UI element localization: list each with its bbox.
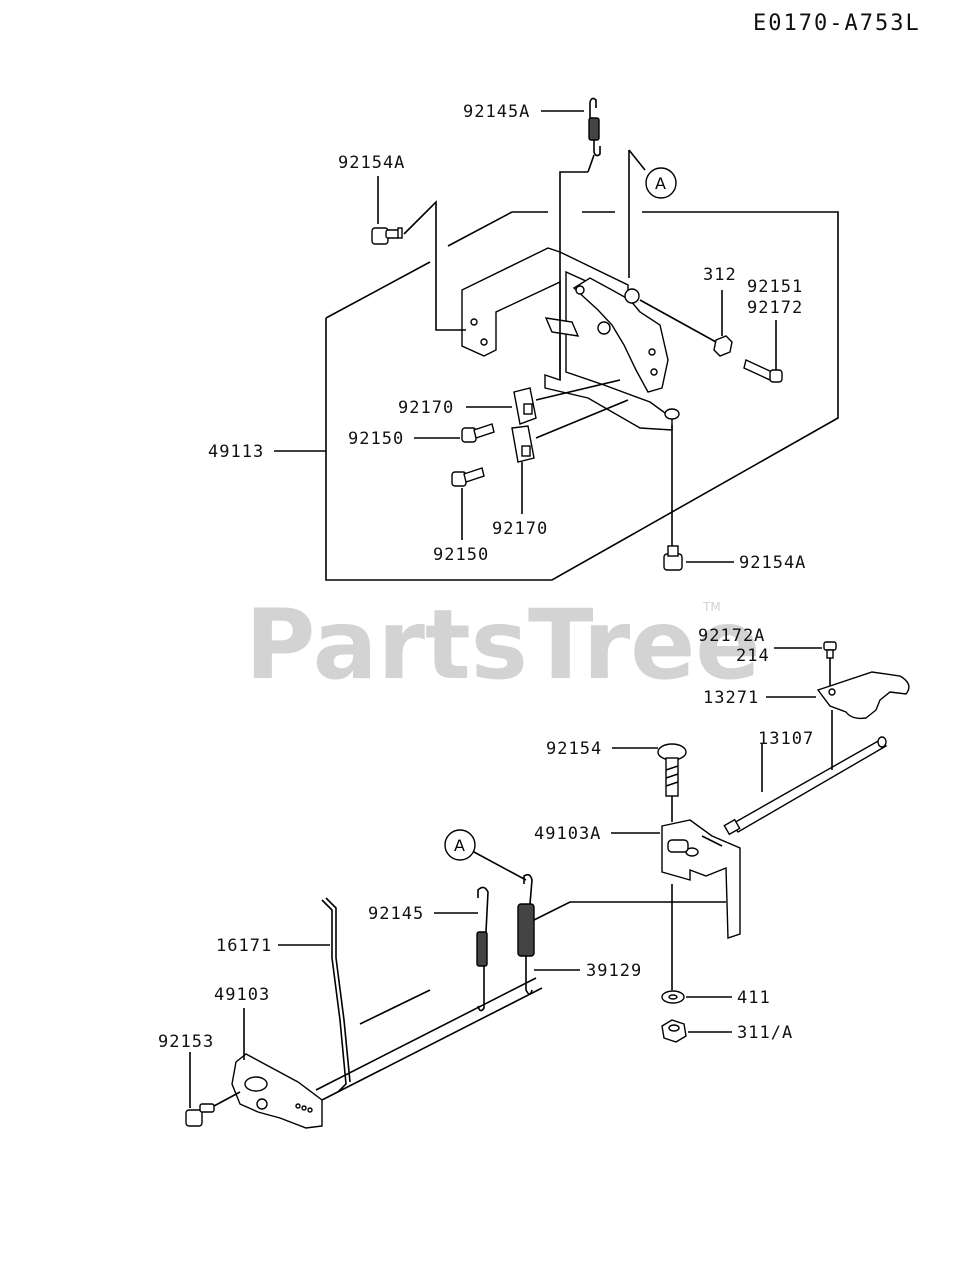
clip-92170-b bbox=[511, 425, 535, 463]
bolt-92154A-bottom bbox=[663, 545, 683, 571]
part-label-92154A-bottom[interactable]: 92154A bbox=[739, 553, 806, 573]
clip-92170-a bbox=[513, 387, 537, 425]
part-label-411[interactable]: 411 bbox=[737, 988, 771, 1008]
part-label-92170-a[interactable]: 92170 bbox=[398, 398, 454, 418]
part-label-49103A[interactable]: 49103A bbox=[534, 824, 601, 844]
watermark: PartsTree bbox=[245, 589, 760, 701]
watermark-tm: TM bbox=[702, 600, 721, 614]
spring-92145 bbox=[476, 886, 489, 1012]
part-label-16171[interactable]: 16171 bbox=[216, 936, 272, 956]
part-label-92154A-top[interactable]: 92154A bbox=[338, 153, 405, 173]
part-label-92170-b[interactable]: 92170 bbox=[492, 519, 548, 539]
part-label-92150-a[interactable]: 92150 bbox=[348, 429, 404, 449]
part-label-92154[interactable]: 92154 bbox=[546, 739, 602, 759]
nut-312 bbox=[713, 335, 733, 357]
callout-A-top: A bbox=[645, 167, 677, 199]
part-label-49103[interactable]: 49103 bbox=[214, 985, 270, 1005]
long-shaft bbox=[315, 977, 543, 1101]
svg-text:A: A bbox=[454, 836, 465, 855]
bolt-92154 bbox=[657, 743, 687, 797]
part-label-92145[interactable]: 92145 bbox=[368, 904, 424, 924]
diagram-code: E0170-A753L bbox=[753, 11, 921, 36]
lever-49103A bbox=[661, 819, 741, 939]
svg-text:A: A bbox=[655, 174, 666, 193]
bolt-92150-a bbox=[461, 423, 495, 443]
part-label-92172[interactable]: 92172 bbox=[747, 298, 803, 318]
callout-A-bottom: A bbox=[444, 829, 476, 861]
assembly-49113-frame bbox=[325, 211, 839, 581]
part-label-49113[interactable]: 49113 bbox=[208, 442, 264, 462]
washer-411 bbox=[661, 990, 685, 1004]
part-label-92153[interactable]: 92153 bbox=[158, 1032, 214, 1052]
part-label-92151[interactable]: 92151 bbox=[747, 277, 803, 297]
spring-39129 bbox=[517, 873, 535, 995]
screw-92172A bbox=[823, 641, 837, 659]
part-label-92150-b[interactable]: 92150 bbox=[433, 545, 489, 565]
screw-92151 bbox=[743, 359, 783, 383]
part-label-13271[interactable]: 13271 bbox=[703, 688, 759, 708]
plate-13271 bbox=[816, 671, 910, 720]
bolt-92154A-top bbox=[371, 227, 403, 245]
nut-311A bbox=[661, 1019, 687, 1043]
control-plate bbox=[461, 247, 680, 431]
part-label-214[interactable]: 214 bbox=[736, 646, 770, 666]
spring-92145A bbox=[588, 97, 601, 157]
part-label-92172A[interactable]: 92172A bbox=[698, 626, 765, 646]
bolt-92153 bbox=[185, 1103, 215, 1127]
lever-49103 bbox=[231, 1053, 323, 1129]
part-label-311A[interactable]: 311/A bbox=[737, 1023, 793, 1043]
bolt-92150-b bbox=[451, 467, 485, 487]
part-label-92145A[interactable]: 92145A bbox=[463, 102, 530, 122]
part-label-312[interactable]: 312 bbox=[703, 265, 737, 285]
part-label-39129[interactable]: 39129 bbox=[586, 961, 642, 981]
rod-16171 bbox=[321, 897, 351, 1093]
part-label-13107[interactable]: 13107 bbox=[758, 729, 814, 749]
shaft-13107 bbox=[723, 736, 888, 836]
